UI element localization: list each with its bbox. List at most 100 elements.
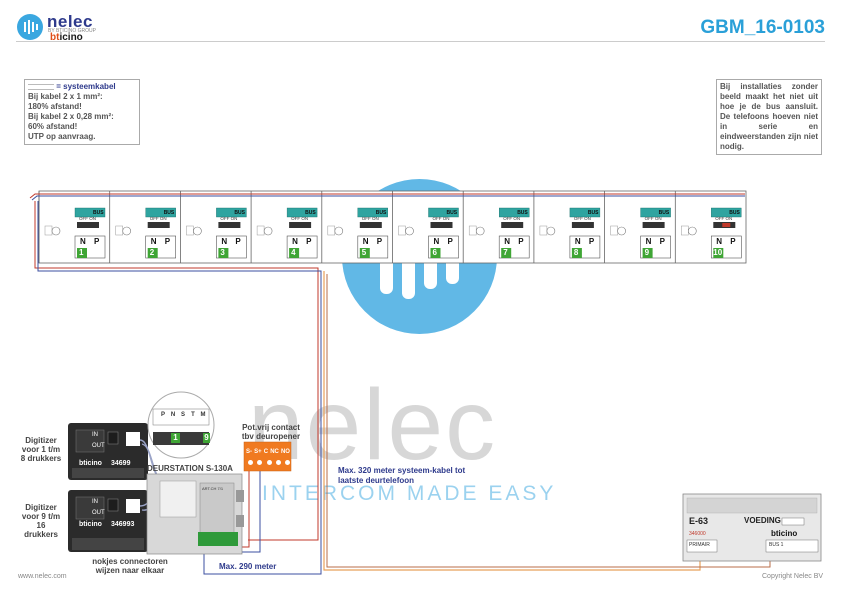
phone-unit bbox=[392, 191, 459, 263]
contact-title: Pot.vrij contact tbv deuropener bbox=[241, 423, 301, 441]
phone-unit bbox=[250, 191, 318, 263]
phone-switch-label: OFF ON bbox=[573, 216, 591, 221]
phone-n-label: N bbox=[716, 237, 723, 246]
phone-p-label: P bbox=[306, 237, 312, 246]
phone-jack bbox=[398, 225, 406, 236]
phone-number: 9 bbox=[644, 248, 650, 257]
phone-p-label: P bbox=[376, 237, 383, 246]
cable-legend: = systeemkabel bbox=[28, 82, 136, 92]
digitizer-top-in: IN bbox=[92, 432, 98, 438]
logo-brand-rest: icino bbox=[59, 32, 83, 43]
phone-number: 4 bbox=[291, 248, 296, 257]
wire-opener-red bbox=[240, 470, 250, 548]
phone-number: 7 bbox=[503, 248, 508, 257]
footer-copyright: Copyright Nelec BV bbox=[762, 573, 824, 580]
phone-switch-label: OFF ON bbox=[220, 216, 238, 221]
psu-bus: BUS 1 bbox=[769, 542, 784, 548]
dip-switch bbox=[501, 222, 524, 228]
phone-screw-icon bbox=[617, 226, 626, 236]
power-supply bbox=[682, 493, 822, 562]
nokjes-label: nokjes connectoren wijzen naar elkaar bbox=[92, 557, 168, 575]
phone-number: 3 bbox=[220, 248, 225, 257]
screw-icon bbox=[275, 460, 281, 465]
bus-terminal bbox=[640, 207, 671, 218]
phone-unit bbox=[321, 191, 389, 263]
max-320-label: Max. 320 meter systeem-kabel tot laatste… bbox=[338, 466, 466, 485]
phone-n-label: N bbox=[433, 237, 440, 246]
digitizer-bottom-label: Digitizer voor 9 t/m 16 drukkers bbox=[21, 503, 61, 539]
phone-screw-icon bbox=[51, 226, 61, 236]
phone-n-label: N bbox=[574, 237, 581, 246]
phone-jack bbox=[681, 225, 689, 236]
contact-screws bbox=[248, 460, 290, 465]
phone-unit bbox=[109, 191, 176, 263]
digitizer-top bbox=[68, 423, 148, 480]
phone-screw-icon bbox=[405, 226, 414, 236]
number-badge bbox=[147, 248, 158, 258]
phone-p-label: P bbox=[588, 237, 595, 246]
phone-unit bbox=[38, 191, 106, 263]
psu-model: E-63 bbox=[689, 516, 709, 526]
logo-subtitle: BY BTICINO GROUP bbox=[48, 28, 96, 34]
logo-brand: bticino bbox=[50, 32, 83, 43]
wire-blue-trunk bbox=[37, 201, 322, 575]
installation-note: Bij installaties zonder beeld maakt het … bbox=[716, 79, 822, 155]
nelec-logo-icon bbox=[17, 14, 43, 40]
bus-terminal bbox=[74, 207, 106, 218]
phone-p-label: P bbox=[164, 237, 171, 246]
screw-icon bbox=[285, 460, 290, 465]
contact-terminal-label: S- bbox=[246, 449, 252, 455]
phone-units bbox=[38, 191, 742, 263]
digitizer-top-code: 34699 bbox=[111, 460, 131, 467]
bus-terminal bbox=[569, 207, 601, 218]
wire-opener-blue bbox=[235, 470, 261, 553]
phone-bus-label: BUS bbox=[729, 210, 740, 216]
dip-switch bbox=[289, 222, 312, 228]
phone-jack bbox=[186, 225, 194, 236]
phone-jack bbox=[115, 225, 123, 236]
number-badge bbox=[218, 248, 229, 258]
connector-pin-label: S bbox=[180, 412, 185, 418]
bus-terminal bbox=[286, 207, 318, 218]
phone-switch-label: OFF ON bbox=[79, 216, 96, 221]
phone-number: 10 bbox=[713, 248, 723, 257]
ribbon-cable bbox=[139, 439, 163, 511]
phone-jack bbox=[539, 225, 548, 236]
cable-note-line: UTP op aanvraag. bbox=[28, 132, 96, 141]
dip-switch bbox=[77, 222, 99, 228]
psu-code: 346000 bbox=[689, 531, 706, 537]
phone-number: 5 bbox=[361, 248, 367, 257]
phone-bus-label: BUS bbox=[587, 210, 599, 216]
number-badge bbox=[713, 248, 724, 258]
phone-screw-icon bbox=[334, 226, 344, 236]
deurstation-code: ART.CH 7/1 bbox=[202, 486, 224, 491]
contact-terminal-label: NC bbox=[270, 449, 279, 455]
connector-num-right: 9 bbox=[203, 433, 210, 443]
contact-terminal-label: S+ bbox=[254, 449, 262, 455]
dip-switch bbox=[147, 222, 170, 228]
contact-block bbox=[243, 441, 292, 472]
phone-unit bbox=[179, 191, 247, 263]
number-badge bbox=[359, 248, 370, 258]
phone-switch-label: OFF ON bbox=[715, 216, 733, 221]
cable-note: = systeemkabel Bij kabel 2 x 1 mm²: 180%… bbox=[24, 79, 140, 145]
footer-website: www.nelec.com bbox=[18, 573, 67, 580]
phone-n-label: N bbox=[80, 237, 86, 246]
phone-jack bbox=[44, 225, 53, 236]
phone-bus-label: BUS bbox=[234, 210, 245, 216]
dip-switch bbox=[571, 222, 594, 228]
cable-note-line: Bij kabel 2 x 1 mm²: bbox=[28, 92, 103, 101]
contact-terminal-label: C bbox=[263, 449, 269, 455]
wire-blue-top bbox=[31, 195, 745, 201]
phone-switch-label: OFF ON bbox=[361, 216, 379, 221]
screw-icon bbox=[248, 460, 253, 465]
phone-p-label: P bbox=[235, 237, 241, 246]
phone-switch-label: OFF ON bbox=[644, 216, 662, 221]
logo-brand-accent: bt bbox=[50, 32, 60, 43]
phone-n-label: N bbox=[645, 237, 652, 246]
phone-jack bbox=[610, 225, 618, 236]
digitizer-bottom-code: 346993 bbox=[111, 521, 135, 528]
digitizer-bottom-in: IN bbox=[92, 499, 98, 505]
